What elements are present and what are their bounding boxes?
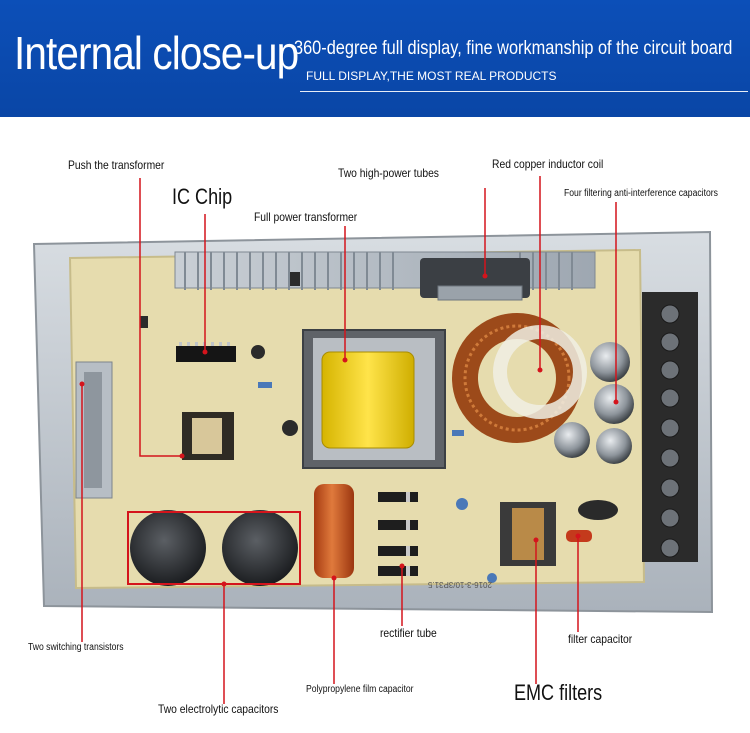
label-two-electrolytic-capacitors: Two electrolytic capacitors [158, 702, 279, 716]
banner-subtitle-small: FULL DISPLAY,THE MOST REAL PRODUCTS [306, 69, 557, 83]
label-two-switching-transistors: Two switching transistors [28, 642, 124, 653]
banner-title: Internal close-up [14, 27, 299, 79]
label-full-power-transformer: Full power transformer [254, 210, 358, 224]
pcb-marking: 2016-3-10/3P31.5 [427, 580, 492, 589]
label-red-copper-inductor-coil: Red copper inductor coil [492, 157, 604, 171]
label-rectifier-tube: rectifier tube [380, 626, 437, 640]
label-polypropylene-film-capacitor: Polypropylene film capacitor [306, 684, 414, 695]
header-banner: Internal close-up 360-degree full displa… [0, 0, 750, 117]
label-emc-filters: EMC filters [514, 680, 603, 705]
label-push-transformer: Push the transformer [68, 158, 165, 172]
label-filter-capacitor: filter capacitor [568, 632, 633, 646]
label-ic-chip: IC Chip [172, 184, 233, 209]
label-four-filtering-capacitors: Four filtering anti-interference capacit… [564, 188, 718, 199]
circuit-board-photo: 2016-3-10/3P31.5 [32, 176, 714, 704]
label-two-high-power-tubes: Two high-power tubes [338, 166, 439, 180]
banner-subtitle: 360-degree full display, fine workmanshi… [294, 38, 733, 59]
banner-divider [300, 91, 748, 92]
